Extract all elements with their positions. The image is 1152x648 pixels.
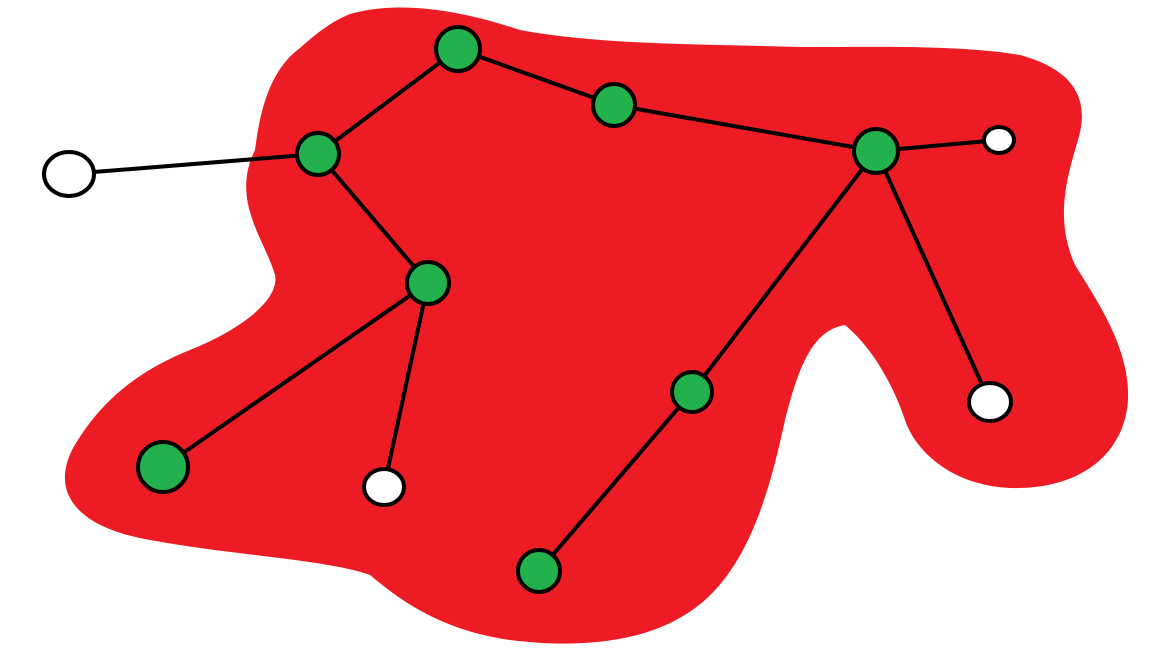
edge-n3-n5 [316,152,430,285]
node-n6-green [136,440,190,494]
node-n1-green [434,25,482,73]
node-n7-white [362,467,406,507]
node-n10-white [967,381,1013,423]
node-n4-white [42,150,96,198]
edge-n4-n3 [67,152,320,176]
edge-n5-n6 [161,281,430,469]
edge-n3-n1 [316,47,460,156]
node-n3-green [295,131,341,177]
node-n2-green [591,82,637,128]
edge-n11-n12 [537,390,694,573]
edge-n8-n10 [874,149,992,404]
edge-n2-n8 [612,103,878,153]
node-n11-green [670,370,714,414]
edge-n8-n11 [690,149,878,394]
node-n5-green [405,260,451,306]
edge-n5-n7 [382,281,430,489]
nodes [42,25,1016,594]
node-n12-green [516,548,562,594]
edge-n1-n2 [456,47,616,107]
node-n8-green [852,127,900,175]
node-n9-white [982,125,1016,155]
